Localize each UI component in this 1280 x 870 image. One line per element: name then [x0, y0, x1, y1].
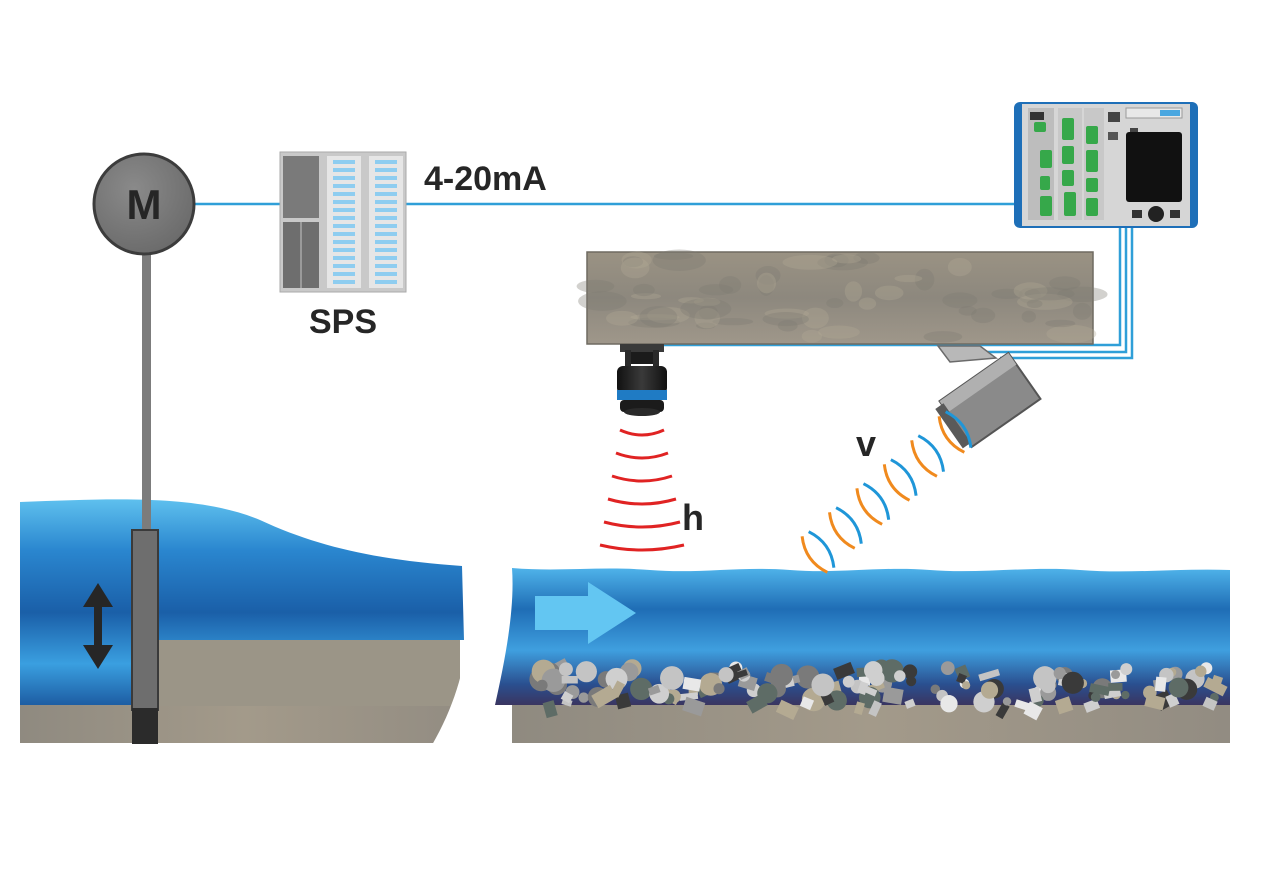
plc-io-leds [333, 160, 397, 284]
motor: M [92, 152, 196, 256]
controller-unit [1014, 102, 1198, 228]
arrow-right-icon [535, 582, 636, 644]
motor-label: M [127, 181, 162, 228]
level-sensor [617, 344, 667, 416]
controller-knob [1148, 206, 1164, 222]
double-arrow-vertical-icon [83, 583, 113, 669]
bridge-beam [586, 251, 1094, 345]
signal-cables [194, 202, 1134, 360]
level-label: h [682, 497, 704, 538]
controller-modules [1030, 112, 1120, 216]
gate-rod [142, 252, 151, 532]
plc-label: SPS [309, 303, 377, 341]
controller-display [1126, 132, 1182, 202]
plc-unit [279, 151, 407, 293]
beam-texture [576, 249, 1108, 343]
gate-plate [131, 529, 159, 711]
ground-left [20, 640, 470, 743]
radar-waves [800, 410, 973, 574]
velocity-label: v [856, 423, 876, 464]
level-sensing-waves [599, 428, 685, 552]
velocity-radar-sensor [935, 345, 1042, 449]
signal-label: 4-20mA [424, 160, 547, 198]
sediment-stones [529, 658, 1228, 721]
gate-base [132, 708, 158, 744]
